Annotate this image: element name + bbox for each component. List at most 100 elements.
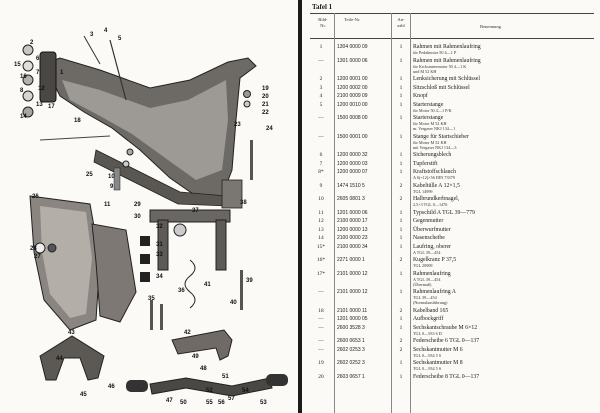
benennung-text: Halbrundkerbnagel, [413, 196, 460, 202]
callout-1: 1 [60, 70, 64, 76]
frame-rear-bracket [221, 179, 243, 209]
cell-teile-nr: 2100 0009 09 [337, 93, 368, 99]
benennung-text: Lenksicherung mit Schlüssel [413, 76, 480, 82]
cell-anzahl: 1 [399, 152, 403, 158]
callout-18: 18 [74, 118, 81, 124]
leg-shield-right [91, 223, 137, 323]
cell-anzahl: 1 [399, 160, 403, 167]
cell-benennung: Halbrundkerbnagel,2,5×3 TGL 0—1476 [413, 196, 593, 207]
cell-bild-nr: 12 [318, 218, 324, 224]
cell-teile-nr: 2101 0000 11 [337, 307, 368, 314]
cell-benennung: Lenksicherung mit Schlüssel [413, 76, 593, 82]
cell-teile-nr: 1301 0000 06 [337, 57, 368, 64]
rubber-block-1 [140, 236, 150, 246]
cell-bild-nr: — [318, 133, 324, 140]
return-spring [184, 259, 196, 309]
benennung-subtext: 2,5×3 TGL 0—1476 [413, 202, 448, 208]
cell-benennung: Kabelband 165 [413, 308, 593, 314]
cell-anzahl: 2 [399, 346, 403, 353]
cell-bild-nr: 2 [319, 76, 323, 82]
cell-benennung: Überwurfmutter [413, 227, 593, 233]
callout-5: 5 [118, 36, 122, 42]
handlebar-grip-left [126, 380, 148, 392]
benennung-subtext: A TGL 39—454 [413, 249, 441, 255]
small-parts-middle [113, 148, 134, 191]
callout-19: 19 [262, 86, 269, 92]
table-header: Bild- Nr. Teile-Nr. An- zahl Benennung [310, 13, 594, 39]
callout-21: 21 [262, 102, 269, 108]
callout-53: 53 [260, 400, 267, 406]
cell-teile-nr: 1200 0000 07 [337, 169, 368, 175]
cable-rod [83, 35, 101, 65]
small-parts-right [243, 90, 253, 180]
cell-teile-nr: 1200 0000 03 [337, 160, 368, 167]
benennung-text: Starterstange [413, 101, 444, 108]
cell-teile-nr: 2600 3528 3 [337, 324, 365, 331]
benennung-text: Typschild A TGL 39—779 [413, 209, 475, 216]
benennung-text: Federscheibe 6 TGL 0—137 [413, 338, 480, 344]
header-bild: Bild- Nr. [318, 17, 328, 28]
cell-anzahl: 1 [399, 226, 403, 233]
callout-55: 55 [206, 400, 213, 406]
cell-bild-nr: 4 [319, 93, 323, 99]
callout-38: 38 [240, 200, 247, 206]
washer-a [34, 242, 46, 254]
cell-bild-nr: — [318, 338, 324, 344]
book-gutter [298, 0, 302, 413]
benennung-subtext: TGL 20909 [413, 263, 433, 269]
benennung-subtext: TGL 0—934 5 S [413, 352, 442, 358]
cell-teile-nr: 2602 0253 3 [337, 346, 365, 353]
callout-44: 44 [56, 356, 63, 362]
cell-anzahl: 1 [399, 324, 403, 331]
callout-8: 8 [20, 88, 24, 94]
callout-6: 6 [36, 56, 40, 62]
header-benennung: Benennung [480, 24, 501, 29]
cell-teile-nr: 1200 0001 00 [337, 76, 368, 82]
cell-anzahl: 1 [399, 289, 403, 295]
callout-34: 34 [156, 274, 163, 280]
header-anzahl: An- zahl [397, 17, 405, 28]
fuel-hose [39, 135, 111, 141]
callout-27: 27 [34, 254, 41, 260]
benennung-subtext: für Kickstartermotor 50 4—1 K und M 52 K… [413, 63, 467, 74]
cell-bild-nr: 9 [319, 182, 323, 189]
cell-teile-nr: 1500 0008 00 [337, 115, 368, 121]
callout-41: 41 [204, 282, 211, 288]
benennung-subtext: TGL 14999 [413, 188, 433, 194]
cell-bild-nr: 6 [319, 152, 323, 158]
callout-2: 2 [30, 40, 34, 46]
cell-teile-nr: 1474 1510 5 [337, 182, 365, 189]
cell-bild-nr: 8* [318, 169, 324, 175]
callout-15: 15 [14, 62, 21, 68]
cell-teile-nr: 2100 0000 34 [337, 243, 368, 250]
callout-47: 47 [166, 398, 173, 404]
cell-anzahl: 1 [399, 209, 403, 216]
cell-anzahl: 2 [399, 182, 403, 189]
benennung-text: Starterstange [413, 115, 444, 121]
cell-bild-nr: — [318, 57, 324, 64]
callout-35: 35 [148, 296, 155, 302]
cell-benennung: Gegenmutter [413, 218, 593, 224]
cell-anzahl: 2 [399, 307, 403, 314]
cell-bild-nr: 17* [316, 270, 326, 277]
cell-bild-nr: 16* [316, 257, 326, 263]
cell-anzahl: 1 [399, 93, 403, 99]
callout-29: 29 [134, 202, 141, 208]
callout-49: 49 [192, 354, 199, 360]
cell-teile-nr: 2101 0000 12 [337, 270, 368, 277]
cell-teile-nr: 2271 0000 1 [337, 257, 365, 263]
